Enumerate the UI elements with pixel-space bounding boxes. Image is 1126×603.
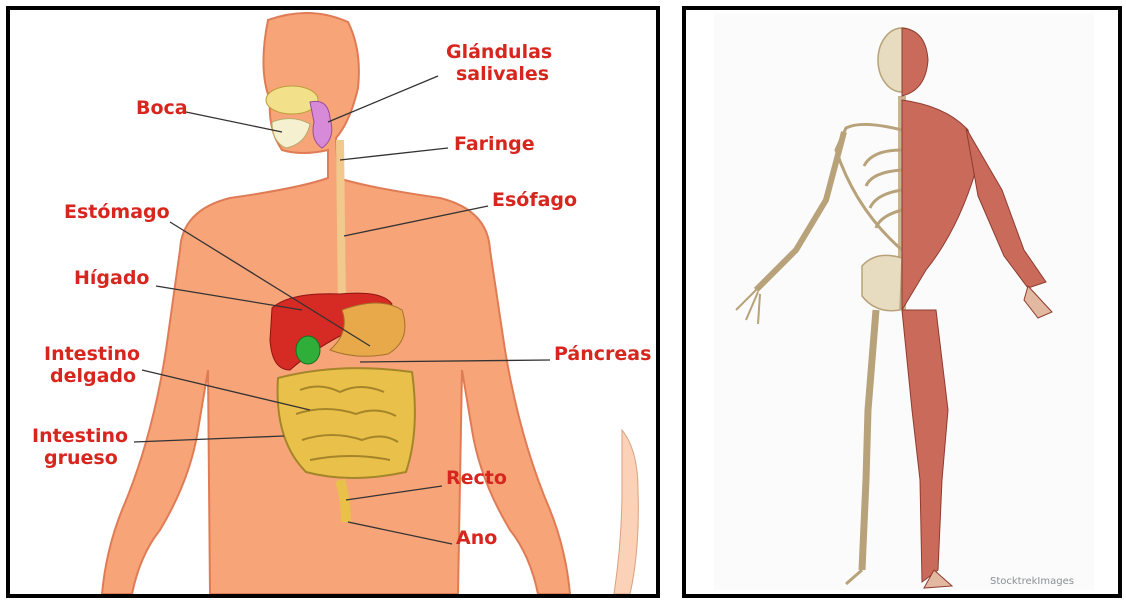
label-intestino-grueso-2: grueso	[44, 447, 118, 469]
label-pancreas: Páncreas	[554, 343, 651, 365]
label-intestino-grueso-1: Intestino	[32, 425, 128, 447]
digestive-diagram: Glándulas salivales Boca Faringe Esófago…	[10, 10, 656, 594]
label-esofago: Esófago	[492, 189, 577, 211]
label-glandulas-2: salivales	[456, 63, 549, 85]
label-intestino-delgado-1: Intestino	[44, 343, 140, 365]
label-glandulas-1: Glándulas	[446, 41, 552, 63]
anatomy-figure: StocktrekImages	[686, 10, 1118, 594]
label-faringe: Faringe	[454, 133, 535, 155]
label-boca: Boca	[136, 97, 188, 119]
watermark-text: StocktrekImages	[990, 576, 1074, 587]
gallbladder	[296, 336, 320, 364]
label-higado: Hígado	[74, 267, 150, 289]
anatomy-panel: StocktrekImages	[682, 6, 1122, 598]
label-recto: Recto	[446, 467, 507, 489]
digestive-system-panel: Glándulas salivales Boca Faringe Esófago…	[6, 6, 660, 598]
label-estomago: Estómago	[64, 201, 170, 223]
label-intestino-delgado-2: delgado	[50, 365, 136, 387]
label-ano: Ano	[456, 527, 497, 549]
esophagus	[340, 140, 342, 310]
